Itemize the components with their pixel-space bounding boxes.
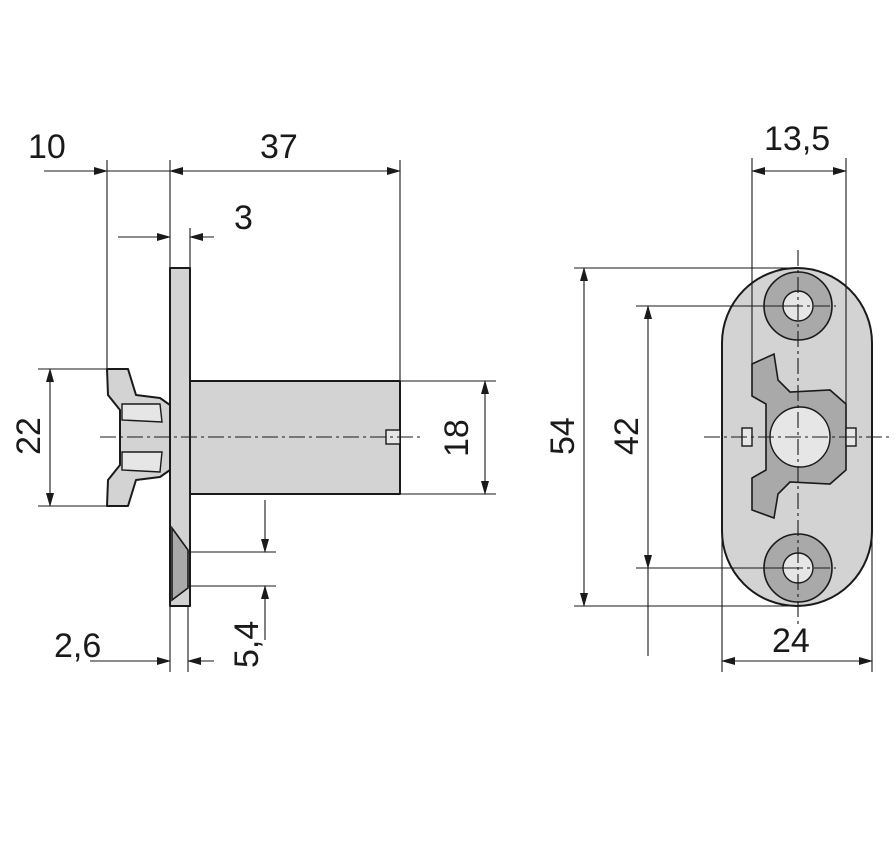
side-clip-detail-top bbox=[121, 403, 163, 423]
label-5-4: 5,4 bbox=[228, 621, 266, 668]
label-10: 10 bbox=[28, 128, 66, 166]
label-42: 42 bbox=[608, 417, 646, 455]
front-view: 13,5 54 42 24 bbox=[544, 120, 892, 672]
side-view: 10 37 3 22 18 2,6 5,4 bbox=[10, 128, 496, 672]
side-countersink bbox=[171, 525, 189, 602]
label-3: 3 bbox=[234, 199, 253, 237]
label-18: 18 bbox=[438, 419, 476, 457]
label-2-6: 2,6 bbox=[54, 627, 101, 665]
label-13-5: 13,5 bbox=[764, 120, 830, 158]
label-22: 22 bbox=[10, 417, 48, 455]
label-37: 37 bbox=[260, 128, 298, 166]
side-clip-detail-bottom bbox=[121, 451, 163, 473]
label-24: 24 bbox=[772, 622, 810, 660]
label-54: 54 bbox=[544, 417, 582, 455]
